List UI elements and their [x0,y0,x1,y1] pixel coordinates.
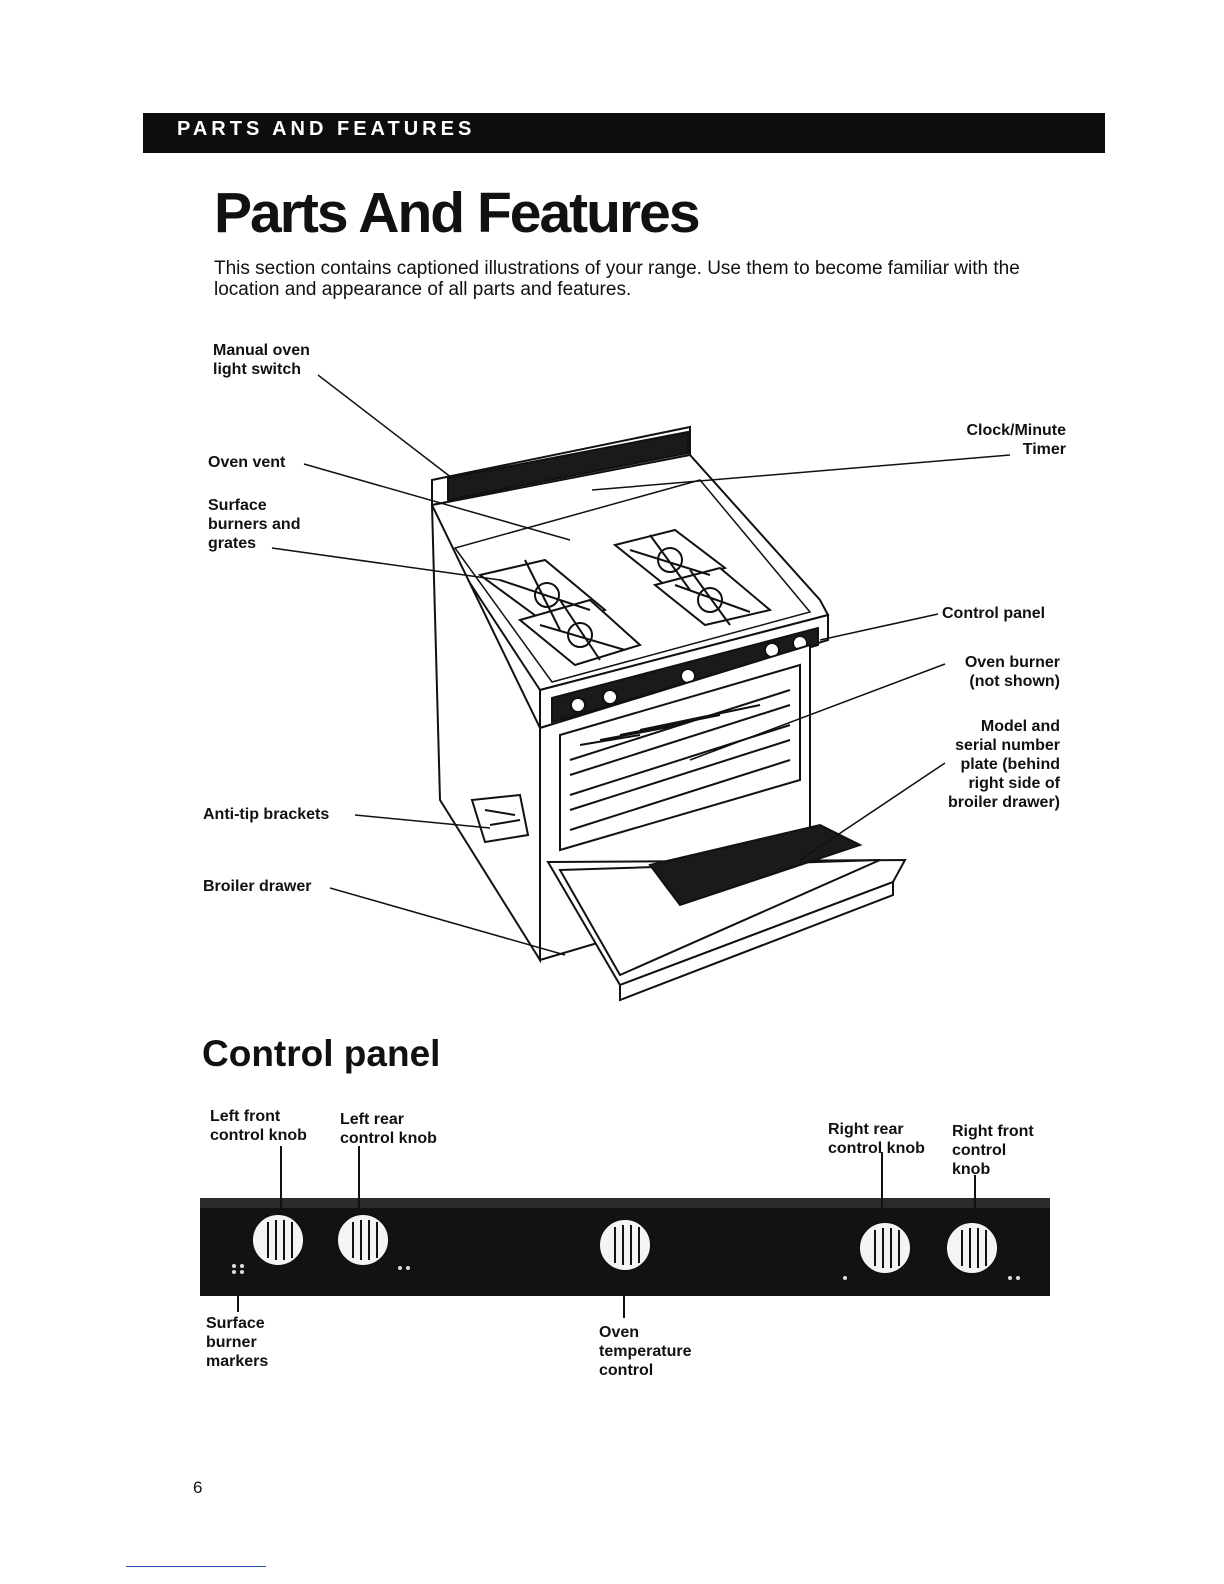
section-header-bar: PARTS AND FEATURES [143,113,1105,153]
label-control-panel: Control panel [942,605,1046,622]
label-left-rear-control-knob: Left rear control knob [340,1111,437,1147]
footer-rule [126,1566,266,1567]
page-title: Parts And Features [214,181,701,245]
section-header-label: PARTS AND FEATURES [177,118,476,140]
label-oven-vent: Oven vent [208,454,286,471]
label-surface-burners-and-grates: Surface burners and grates [208,497,301,552]
label-manual-oven-light-switch: Manual oven light switch [213,342,310,378]
page-number: 6 [193,1478,203,1497]
label-oven-burner: Oven burner (not shown) [964,654,1060,690]
label-model-and-serial-number-plate: Model and serial number plate (behind ri… [947,718,1060,811]
intro-paragraph: This section contains captioned illustra… [214,258,1020,300]
label-right-front-control-knob: Right front control knob [952,1123,1034,1178]
control-panel-heading: Control panel [202,1033,441,1074]
label-anti-tip-brackets: Anti-tip brackets [203,806,330,823]
label-left-front-control-knob: Left front control knob [210,1108,307,1144]
label-broiler-drawer: Broiler drawer [203,878,312,895]
label-right-rear-control-knob: Right rear control knob [828,1121,925,1157]
label-clock-minute-timer: Clock/Minute Timer [966,422,1066,458]
label-surface-burner-markers: Surface burner markers [206,1315,269,1370]
label-oven-temperature-control: Oven temperature control [599,1324,692,1379]
